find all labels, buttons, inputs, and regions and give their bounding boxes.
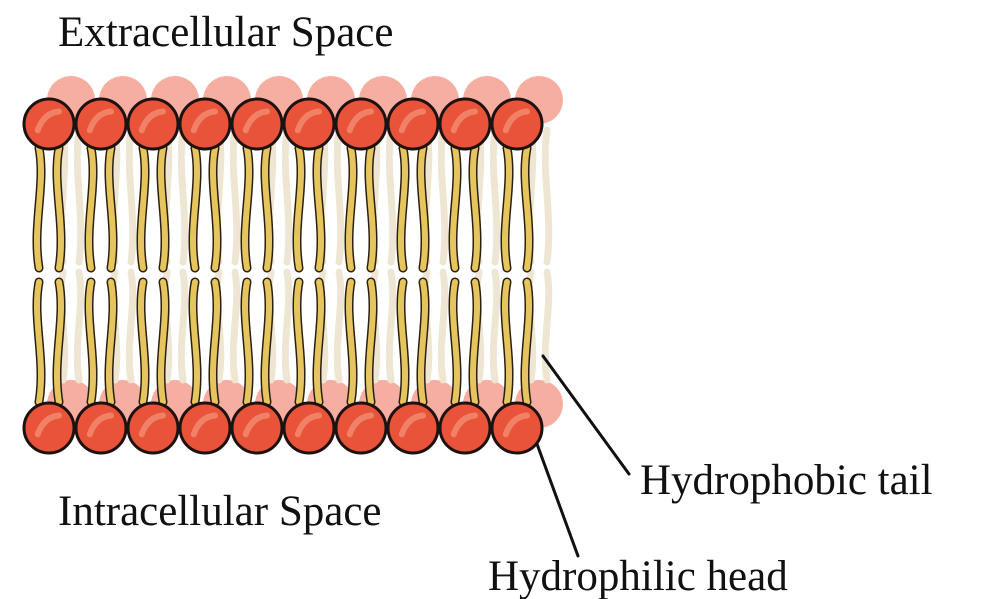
back-tail-upper — [77, 130, 80, 262]
head-lower — [76, 403, 126, 453]
head-upper — [180, 99, 230, 149]
back-tail-lower — [129, 272, 132, 380]
head-upper — [492, 99, 542, 149]
back-tail-lower — [337, 272, 340, 380]
back-tail-lower — [493, 272, 496, 380]
head-lower — [232, 403, 282, 453]
head-upper — [128, 99, 178, 149]
head-lower — [128, 403, 178, 453]
head-lower — [24, 403, 74, 453]
head-lower — [180, 403, 230, 453]
back-tail-lower — [441, 272, 444, 380]
head-lower — [284, 403, 334, 453]
back-tail-lower — [77, 272, 80, 380]
back-tail-upper — [493, 130, 496, 262]
back-tail-upper — [389, 130, 392, 262]
head-lower — [336, 403, 386, 453]
head-upper — [336, 99, 386, 149]
back-tail-upper — [441, 130, 444, 262]
head-upper — [284, 99, 334, 149]
back-tail-lower — [285, 272, 288, 380]
back-tail-lower — [181, 272, 184, 380]
head-upper — [24, 99, 74, 149]
back-tail-upper — [129, 130, 132, 262]
intracellular-space-label: Intracellular Space — [58, 488, 382, 535]
back-tail-upper — [233, 130, 236, 262]
head-upper — [388, 99, 438, 149]
head-pointer-line — [537, 444, 578, 556]
back-tail-lower — [389, 272, 392, 380]
head-lower — [388, 403, 438, 453]
head-upper — [440, 99, 490, 149]
back-tail-upper — [545, 130, 548, 262]
hydrophilic-head-label: Hydrophilic head — [488, 553, 788, 599]
extracellular-space-label: Extracellular Space — [58, 9, 393, 56]
back-tail-upper — [337, 130, 340, 262]
head-lower — [440, 403, 490, 453]
head-lower — [492, 403, 542, 453]
hydrophobic-tail-label: Hydrophobic tail — [640, 457, 933, 504]
back-tail-upper — [181, 130, 184, 262]
back-tail-lower — [233, 272, 236, 380]
head-upper — [76, 99, 126, 149]
head-upper — [232, 99, 282, 149]
back-tail-upper — [285, 130, 288, 262]
